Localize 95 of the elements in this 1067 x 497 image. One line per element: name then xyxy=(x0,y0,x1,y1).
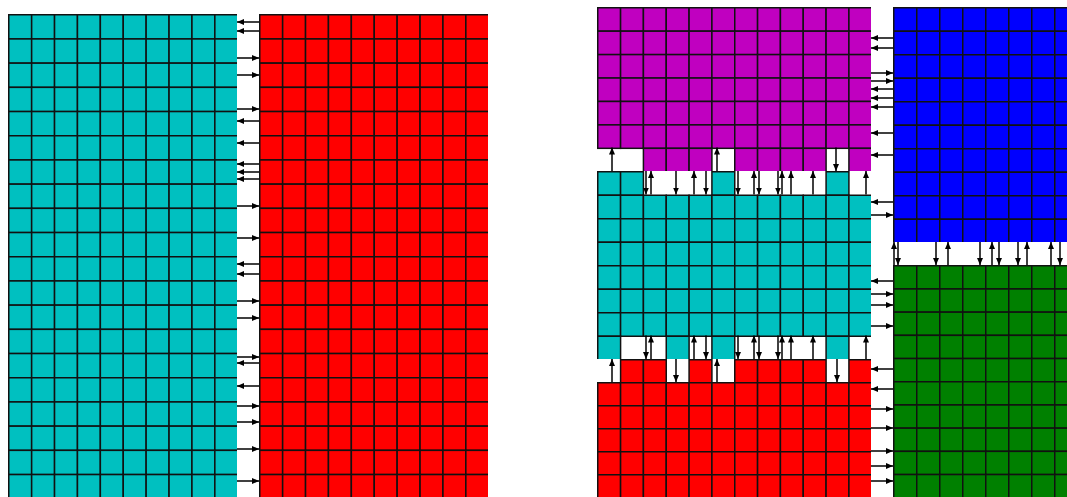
arrow xyxy=(643,334,649,360)
arrow xyxy=(236,203,260,209)
arrow xyxy=(870,478,894,484)
arrow xyxy=(714,146,720,172)
arrow xyxy=(1057,241,1063,266)
arrow xyxy=(870,386,894,392)
arrow xyxy=(891,241,897,266)
arrow xyxy=(870,463,894,469)
arrow xyxy=(863,334,869,360)
cell-grid xyxy=(893,265,1067,497)
arrow xyxy=(870,278,894,284)
arrow xyxy=(1024,241,1030,266)
arrow xyxy=(870,152,894,158)
arrow xyxy=(691,170,697,196)
arrow xyxy=(236,360,260,366)
arrow xyxy=(870,130,894,136)
arrow xyxy=(236,315,260,321)
arrow xyxy=(779,334,785,360)
arrow xyxy=(870,323,894,329)
arrow xyxy=(870,199,894,205)
cell-grid xyxy=(893,7,1067,242)
arrow xyxy=(996,241,1002,266)
arrow xyxy=(1015,241,1021,266)
arrow xyxy=(236,140,260,146)
arrow xyxy=(735,334,741,360)
arrow xyxy=(643,170,649,196)
arrow xyxy=(236,161,260,167)
arrow xyxy=(236,298,260,304)
arrow xyxy=(236,354,260,360)
arrow xyxy=(756,170,762,196)
arrow xyxy=(870,291,894,297)
arrow xyxy=(673,170,679,196)
arrow xyxy=(779,170,785,196)
arrow xyxy=(775,170,781,196)
cell-grid xyxy=(8,14,237,497)
arrow xyxy=(989,241,995,266)
arrow xyxy=(648,170,654,196)
arrow xyxy=(870,406,894,412)
arrow xyxy=(833,146,839,172)
arrow xyxy=(870,45,894,51)
arrow xyxy=(870,212,894,218)
arrow xyxy=(236,55,260,61)
arrow xyxy=(756,334,762,360)
arrow xyxy=(236,169,260,175)
cell-grid xyxy=(597,359,871,497)
arrow xyxy=(236,478,260,484)
arrow xyxy=(945,241,951,266)
arrow xyxy=(703,334,709,360)
arrow xyxy=(788,170,794,196)
arrow xyxy=(870,104,894,110)
arrow xyxy=(735,170,741,196)
arrow xyxy=(870,70,894,76)
arrow xyxy=(1048,241,1054,266)
arrow xyxy=(236,446,260,452)
arrow xyxy=(236,19,260,25)
arrow xyxy=(810,334,816,360)
arrow xyxy=(236,235,260,241)
arrow xyxy=(673,358,679,383)
arrow xyxy=(236,271,260,277)
arrow xyxy=(775,334,781,360)
arrow xyxy=(870,366,894,372)
arrow xyxy=(870,425,894,431)
arrow xyxy=(870,302,894,308)
arrow xyxy=(236,118,260,124)
arrow xyxy=(236,403,260,409)
arrow xyxy=(870,95,894,101)
cell-grid xyxy=(597,171,871,359)
arrow xyxy=(810,170,816,196)
arrow xyxy=(236,106,260,112)
arrow xyxy=(236,28,260,34)
arrow xyxy=(236,383,260,389)
arrow xyxy=(236,72,260,78)
arrow xyxy=(648,334,654,360)
arrow xyxy=(870,86,894,92)
arrow xyxy=(788,334,794,360)
arrow xyxy=(691,334,697,360)
arrow xyxy=(236,261,260,267)
arrow xyxy=(870,35,894,41)
arrow xyxy=(609,358,615,383)
arrow xyxy=(751,334,757,360)
arrow xyxy=(703,170,709,196)
arrow xyxy=(895,241,901,266)
arrow xyxy=(609,146,615,172)
cell-grid xyxy=(259,14,488,497)
arrow xyxy=(870,448,894,454)
arrow xyxy=(714,358,720,383)
arrow xyxy=(751,170,757,196)
arrow xyxy=(834,358,840,383)
arrow xyxy=(236,419,260,425)
arrow xyxy=(870,78,894,84)
arrow xyxy=(977,241,983,266)
arrow xyxy=(236,176,260,182)
cell-grid xyxy=(597,7,871,171)
arrow xyxy=(863,170,869,196)
arrow xyxy=(933,241,939,266)
